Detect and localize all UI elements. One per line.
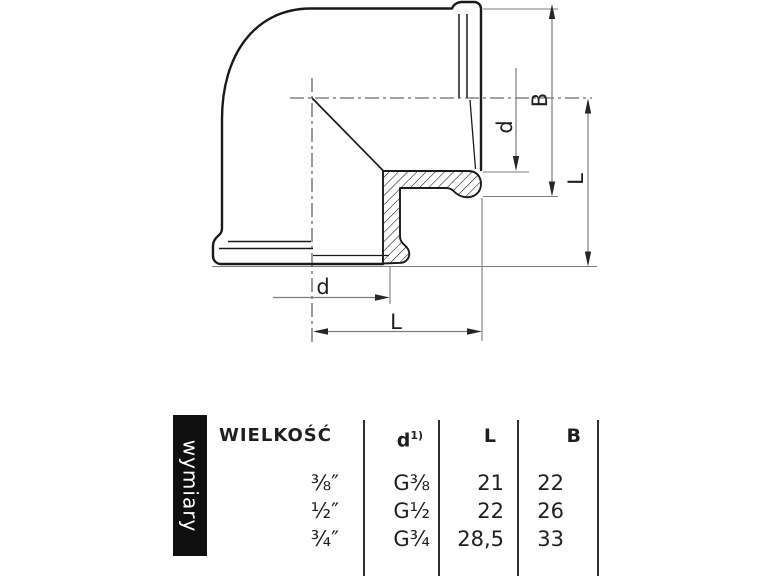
- arrow-l-bottom-left: [313, 328, 328, 335]
- right-socket-mouth-edge: [469, 99, 477, 170]
- table-column-line-4: [597, 420, 599, 576]
- table-row-1-d: G⅜: [393, 471, 430, 495]
- label-l-bottom: L: [390, 310, 402, 334]
- label-d-bottom: d: [316, 275, 329, 299]
- bore-detail-lines: [313, 99, 477, 257]
- table-row-2-l: 22: [477, 499, 504, 523]
- table-side-tab-label: wymiary: [178, 439, 203, 532]
- table-header-d-footnote: 1): [410, 429, 423, 442]
- arrow-b-up: [548, 4, 556, 19]
- label-b-right: B: [528, 93, 552, 107]
- table-column-line-1: [363, 420, 365, 576]
- table-header-d: d1): [363, 423, 423, 452]
- arrow-l-right-up: [584, 98, 592, 114]
- table-row-1-b: 22: [537, 471, 564, 495]
- rim-bead-lines: [219, 14, 468, 250]
- table-row-1-l: 21: [477, 471, 504, 495]
- dimension-arrows: [313, 4, 592, 335]
- table-row-3-d: G¾: [393, 527, 430, 551]
- table-column-line-2: [438, 420, 440, 576]
- table-row-2-size: ½″: [310, 499, 339, 523]
- arrow-l-right-down: [584, 251, 592, 267]
- center-lines: [290, 78, 592, 342]
- section-hatch: [382, 170, 482, 265]
- extension-lines: [212, 8, 597, 341]
- arrow-d-right-down: [512, 156, 520, 171]
- table-row-3-l: 28,5: [457, 527, 504, 551]
- table-row-2-b: 26: [537, 499, 564, 523]
- table-header-size: WIELKOŚĆ: [219, 425, 332, 446]
- table-header-d-base: d: [396, 429, 411, 452]
- label-l-right: L: [564, 173, 588, 185]
- label-d-right: d: [493, 120, 517, 133]
- arrow-b-down: [548, 181, 556, 197]
- table-row-3-size: ¾″: [310, 527, 339, 551]
- elbow-outline: [211, 0, 483, 266]
- table-column-line-3: [517, 420, 519, 576]
- table-row-2-d: G½: [393, 499, 430, 523]
- table-header-l: L: [483, 425, 496, 447]
- table-row-1-size: ⅜″: [310, 471, 339, 495]
- table-side-tab: wymiary: [173, 415, 207, 556]
- arrow-l-bottom-right: [467, 328, 482, 335]
- bore-transition-edge: [311, 97, 385, 172]
- table-row-3-b: 33: [537, 527, 564, 551]
- arrow-d-bottom-right: [375, 294, 390, 301]
- dimension-lines: [273, 7, 589, 333]
- table-header-b: B: [566, 425, 581, 447]
